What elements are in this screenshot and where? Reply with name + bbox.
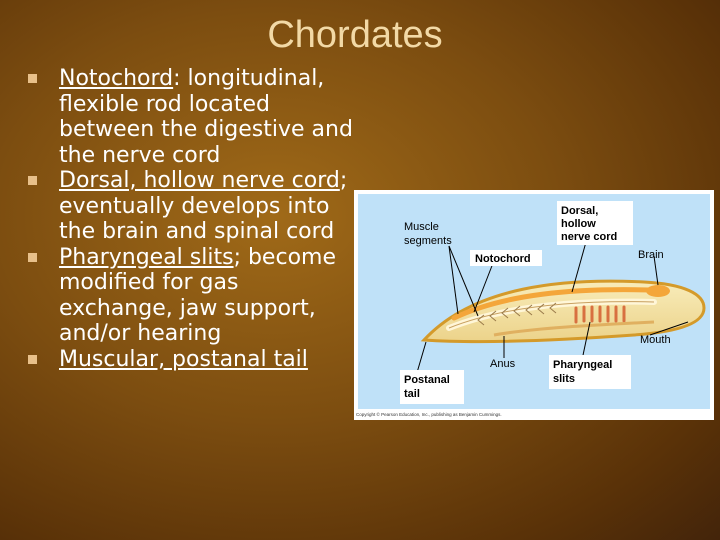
brain-shape — [646, 285, 670, 297]
nerve-cord-shape — [451, 287, 653, 321]
bullet-list: Notochord: longitudinal, flexible rod lo… — [26, 66, 356, 372]
bullet-marker — [28, 176, 37, 185]
notochord-label-box — [470, 250, 542, 266]
bullet-term: Muscular, postanal tail — [59, 346, 308, 372]
tail-label-box — [400, 370, 464, 404]
muscle-segments-label: Muscle — [404, 221, 439, 233]
anus-label: Anus — [490, 358, 516, 370]
body-outline — [420, 279, 706, 344]
mouth-label: Mouth — [640, 334, 671, 346]
pharyngeal-slits-label: slits — [553, 373, 575, 385]
bullet-term: Pharyngeal slits — [59, 244, 234, 270]
postanal-tail-label: tail — [404, 388, 420, 400]
bullet-text: ; become modified for gas exchange, jaw … — [59, 244, 336, 347]
pharyngeal-slits-label: Pharyngeal — [553, 359, 612, 371]
bullet-nerve-cord: Dorsal, hollow nerve cord; eventually de… — [26, 168, 356, 245]
bullet-term: Notochord — [59, 66, 174, 91]
bullet-pharyngeal-slits: Pharyngeal slits; become modified for ga… — [26, 245, 356, 347]
bullet-term: Dorsal, hollow nerve cord — [59, 168, 340, 193]
notochord-edge — [448, 301, 655, 329]
chordate-diagram: Muscle segments Dorsal, hollow nerve cor… — [354, 190, 714, 420]
bullet-marker — [28, 252, 37, 262]
nerve-cord-label: nerve cord — [561, 231, 617, 243]
notochord-label: Notochord — [475, 253, 531, 265]
bullet-postanal-tail: Muscular, postanal tail — [26, 347, 356, 373]
slits-label-box — [549, 355, 631, 389]
nerve-cord-label: hollow — [561, 218, 596, 230]
nerve-cord-label: Dorsal, — [561, 205, 598, 217]
bullet-marker — [28, 74, 37, 83]
pharyngeal-slits-shape — [574, 305, 626, 324]
brain-label: Brain — [638, 249, 664, 261]
postanal-tail-label: Postanal — [404, 374, 450, 386]
nerve-cord-label-box — [557, 201, 633, 245]
slide-title: Chordates — [267, 14, 443, 56]
bullet-notochord: Notochord: longitudinal, flexible rod lo… — [26, 66, 356, 168]
digestive-tract — [493, 320, 655, 337]
bullet-text: ; eventually develops into the brain and… — [59, 168, 348, 244]
muscle-segments-shape — [477, 302, 557, 326]
bullet-marker — [28, 354, 37, 364]
muscle-segments-label: segments — [404, 235, 452, 247]
copyright-text: Copyright © Pearson Education, Inc., pub… — [356, 411, 502, 417]
bullet-text: : longitudinal, flexible rod located bet… — [59, 66, 353, 168]
